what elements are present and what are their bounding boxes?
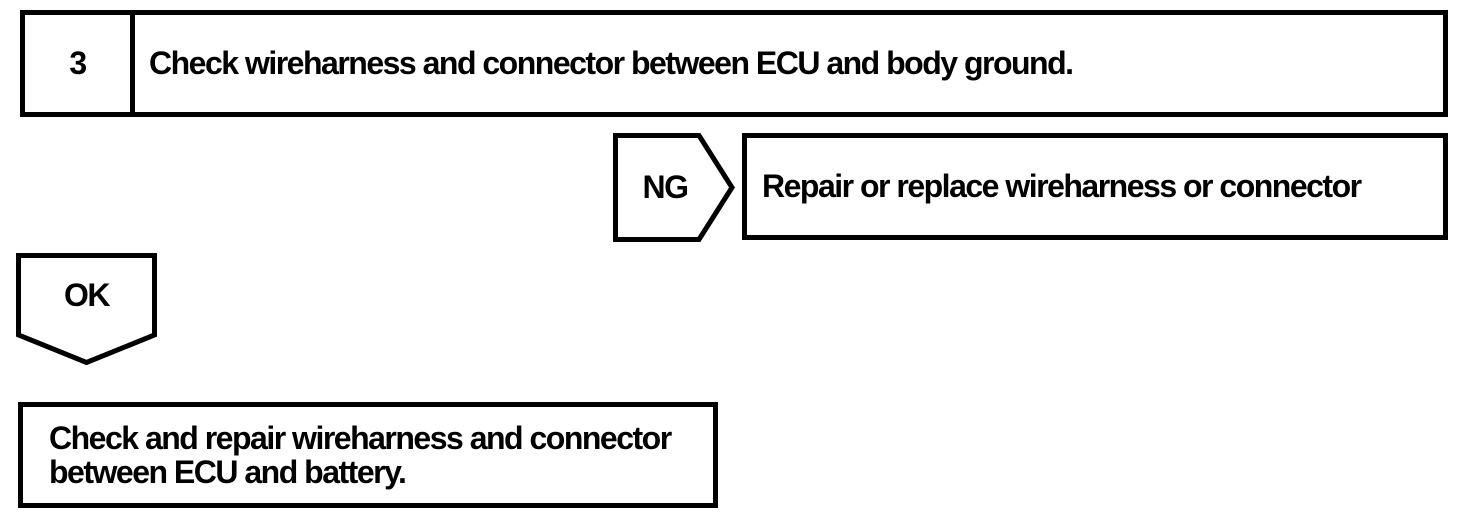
step-box: 3 Check wireharness and connector betwee…: [20, 10, 1448, 117]
result-text-line-2: between ECU and battery.: [49, 454, 407, 490]
result-box: Check and repair wireharness and connect…: [18, 402, 718, 508]
step-number-cell: 3: [25, 15, 135, 112]
ok-label: OK: [64, 276, 111, 313]
result-text-line-1: Check and repair wireharness and connect…: [49, 420, 672, 456]
ng-action-box: Repair or replace wireharness or connect…: [742, 133, 1448, 240]
ok-pointer-down-icon: [16, 253, 157, 365]
ok-connector: OK: [16, 253, 157, 365]
ng-pointer-right-icon: [613, 133, 735, 242]
ng-action-text: Repair or replace wireharness or connect…: [762, 168, 1362, 204]
ng-connector: NG: [613, 133, 735, 242]
ng-label: NG: [642, 169, 690, 205]
step-instruction: Check wireharness and connector between …: [149, 45, 1074, 81]
step-instruction-cell: Check wireharness and connector between …: [135, 15, 1443, 112]
step-number: 3: [69, 45, 87, 81]
